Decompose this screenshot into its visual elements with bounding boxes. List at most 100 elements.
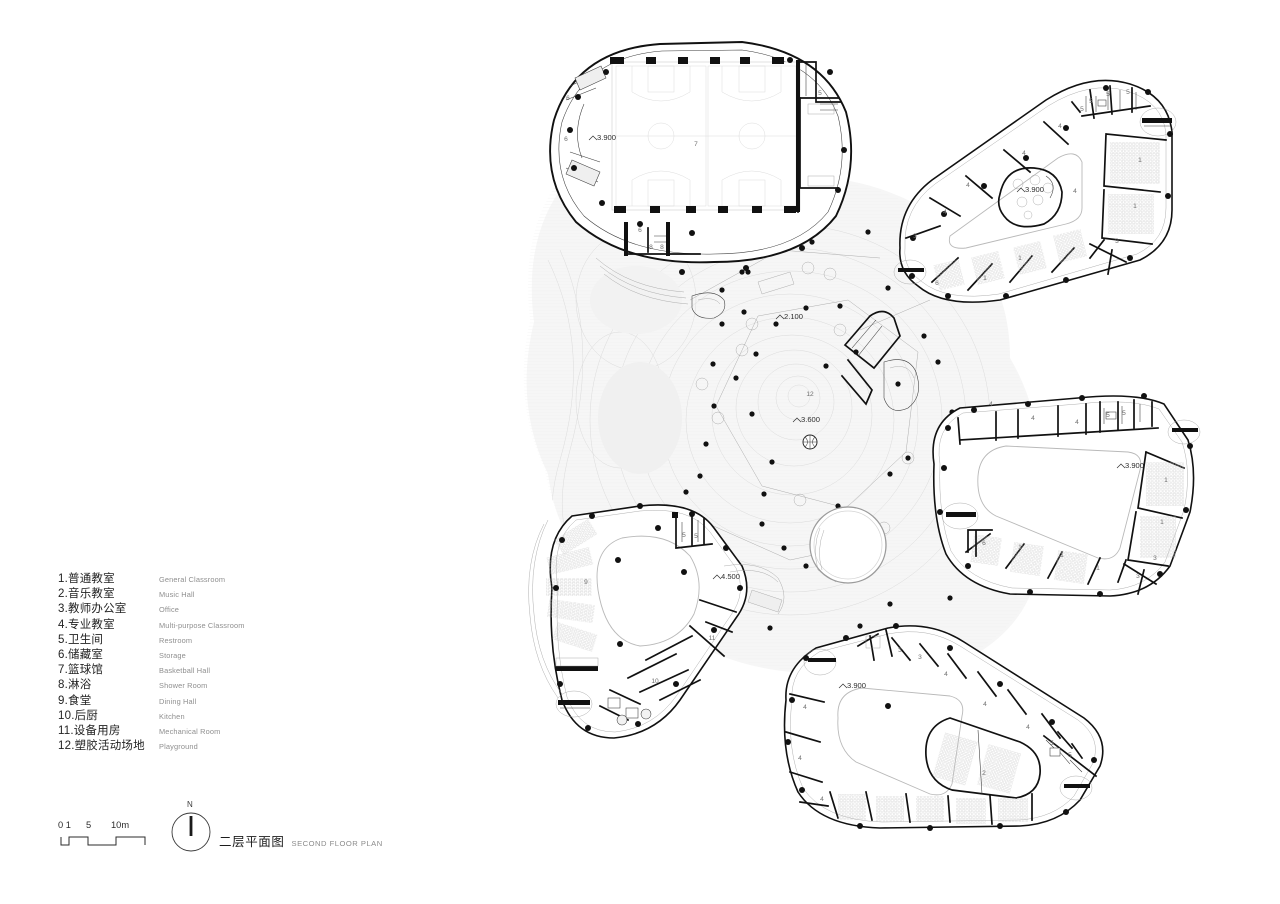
- room-number-tag: 5: [1050, 740, 1054, 747]
- legend-item-label-cn: 11. 设备用房: [58, 722, 121, 737]
- room-number-tag: 2: [982, 770, 986, 777]
- elevation-tick-icon: [1116, 463, 1126, 469]
- room-number-tag: 1: [983, 275, 987, 282]
- room-number-tag: 5: [694, 533, 698, 540]
- room-number-tag: 3: [918, 654, 922, 661]
- room-number-tag: 5: [1068, 752, 1072, 759]
- room-number-tag: 12: [806, 391, 814, 398]
- scale-bar: 0 1 5 10m: [58, 820, 178, 854]
- elevation-marker: 3.900: [838, 681, 866, 690]
- room-number-tag: 4: [989, 401, 993, 408]
- elevation-marker: 3.900: [1116, 461, 1144, 470]
- room-number-tag: 1: [1138, 157, 1142, 164]
- legend-item: 9. 食堂 Dining Hall: [58, 692, 348, 707]
- legend-item-number: 9.: [58, 694, 68, 707]
- plan-title: 二层平面图 SECOND FLOOR PLAN: [219, 831, 383, 850]
- elevation-value: 3.900: [597, 133, 616, 142]
- room-number-tag: 4: [1031, 415, 1035, 422]
- legend-item-number: 11.: [58, 724, 74, 737]
- legend-item-label-cn: 12. 塑胶活动场地: [58, 738, 145, 753]
- legend-item-label-en: Music Hall: [159, 590, 195, 600]
- legend-item: 10. 后厨 Kitchen: [58, 707, 348, 722]
- legend-item-label-en: General Classroom: [159, 575, 226, 584]
- elevation-tick-icon: [838, 683, 848, 689]
- legend-item-label-en: Office: [159, 605, 180, 615]
- room-number-tag: 3: [1136, 573, 1140, 580]
- scale-bar-graphic: [60, 836, 146, 846]
- legend-item-label-en: Storage: [159, 650, 186, 660]
- northeast-classroom-wing: [893, 79, 1177, 303]
- room-number-tag: 1: [1060, 552, 1064, 559]
- scale-label-5: 5: [86, 820, 92, 830]
- legend-item-label-cn: 10. 后厨: [58, 707, 98, 722]
- legend-item-label-cn: 5. 卫生间: [58, 631, 104, 646]
- legend-item-label-en: Playground: [159, 742, 198, 752]
- elevation-value: 2.100: [784, 312, 803, 321]
- southeast-classroom-wing: [783, 623, 1104, 831]
- room-number-tag: 7: [694, 141, 698, 148]
- room-number-tag: 10: [651, 678, 659, 685]
- elevation-value: 4.500: [721, 572, 740, 581]
- room-number-tag: 4: [1058, 123, 1062, 130]
- legend-item: 12. 塑胶活动场地 Playground: [58, 737, 348, 752]
- room-number-tag: 5: [1080, 106, 1084, 113]
- legend-item-number: 10.: [58, 709, 75, 722]
- elevation-marker: 2.100: [775, 312, 803, 321]
- legend-item-label-en: Mechanical Room: [159, 726, 221, 736]
- legend-item-label-en: Dining Hall: [159, 696, 197, 706]
- elevation-tick-icon: [1016, 187, 1026, 193]
- room-number-tag: 1: [1096, 565, 1100, 572]
- room-number-tag: 8: [660, 244, 664, 251]
- room-number-tag: 8: [649, 244, 653, 251]
- room-number-tag: 4: [820, 796, 824, 803]
- room-number-tag: 1: [1018, 255, 1022, 262]
- room-number-tag: 4: [1022, 150, 1026, 157]
- elevation-value: 3.900: [1025, 185, 1044, 194]
- elevation-value: 3.900: [1125, 461, 1144, 470]
- room-number-tag: 4: [966, 182, 970, 189]
- room-number-tag: 5: [818, 90, 822, 97]
- elevation-tick-icon: [792, 417, 802, 423]
- legend-item-number: 1.: [58, 573, 68, 585]
- elevation-marker: 3.900: [588, 133, 616, 142]
- room-number-tag: 5: [1089, 98, 1093, 105]
- plan-title-cn: 二层平面图: [219, 834, 285, 849]
- court-symbol: [802, 434, 818, 450]
- elevation-marker: 3.600: [792, 415, 820, 424]
- room-number-tag: 6: [935, 280, 939, 287]
- room-number-tag: 6: [564, 136, 568, 143]
- elevation-tick-icon: [588, 135, 598, 141]
- elevation-tick-icon: [775, 314, 785, 320]
- room-number-tag: 4: [1075, 419, 1079, 426]
- legend-item-number: 6.: [58, 648, 68, 661]
- room-number-tag: 4: [943, 209, 947, 216]
- elevation-markers: 3.900 3.900 2.100 3.600 3.900 4.500 3.900: [588, 133, 1144, 690]
- legend-item-number: 4.: [58, 618, 68, 631]
- legend-item-label-cn: 3. 教师办公室: [58, 601, 127, 616]
- legend-item-label-cn: 9. 食堂: [58, 692, 92, 707]
- elevation-marker: 4.500: [712, 572, 740, 581]
- legend-item-label-cn: 2. 音乐教室: [58, 586, 115, 601]
- east-classroom-wing: [932, 393, 1201, 597]
- legend-item: 2. 音乐教室 Music Hall: [58, 585, 348, 600]
- legend-item: 3. 教师办公室 Office: [58, 600, 348, 615]
- room-number-tag: 4: [803, 704, 807, 711]
- room-number-tag: 3: [913, 233, 917, 240]
- scale-label-0: 0 1: [58, 820, 71, 830]
- legend-item-label-en: Kitchen: [159, 711, 185, 721]
- legend-item: 11. 设备用房 Mechanical Room: [58, 722, 348, 737]
- north-letter: N: [187, 800, 193, 809]
- plaza-ramps: [691, 271, 919, 450]
- room-number-tag: 11: [709, 635, 716, 642]
- legend-item-number: 5.: [58, 633, 68, 646]
- legend-item-number: 8.: [58, 679, 68, 692]
